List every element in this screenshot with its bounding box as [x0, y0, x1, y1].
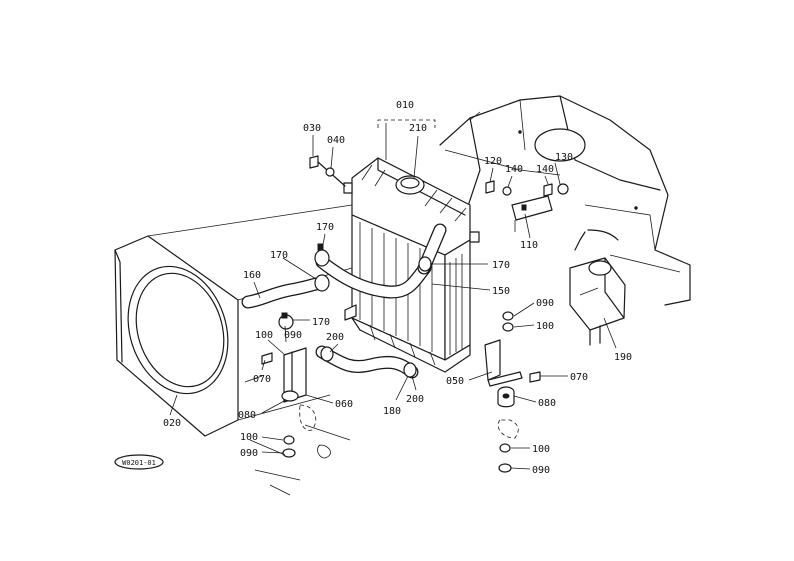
rubber-mount-left — [249, 347, 351, 496]
callout-070-b: 070 — [570, 372, 588, 383]
bracket-110 — [511, 195, 553, 232]
callout-210: 210 — [409, 123, 427, 134]
lower-hose — [315, 345, 419, 379]
callout-030: 030 — [303, 123, 321, 134]
drawing-code: W0201-01 — [122, 459, 156, 467]
callout-170-b: 170 — [270, 250, 288, 261]
reserve-tank — [569, 229, 626, 346]
callout-100-b: 100 — [536, 321, 554, 332]
callout-080-a: 080 — [238, 410, 256, 421]
callout-130: 130 — [555, 152, 573, 163]
callout-120: 120 — [484, 156, 502, 167]
callout-170-c: 170 — [492, 260, 510, 271]
callout-100-a: 100 — [255, 330, 273, 341]
callout-090-d: 090 — [240, 448, 258, 459]
callout-100-c: 100 — [532, 444, 550, 455]
callout-160: 160 — [243, 270, 261, 281]
callout-100-d: 100 — [240, 432, 258, 443]
callout-200-a: 200 — [326, 332, 344, 343]
callout-140: 140 — [505, 164, 523, 175]
callout-170-a: 170 — [316, 222, 334, 233]
bracket-050 — [484, 311, 541, 387]
callout-110: 110 — [520, 240, 538, 251]
callout-090-c: 090 — [532, 465, 550, 476]
callout-190: 190 — [614, 352, 632, 363]
callout-070-a: 070 — [253, 374, 271, 385]
callout-150: 150 — [492, 286, 510, 297]
leader-lines — [169, 119, 617, 470]
callout-010: 010 — [396, 100, 414, 111]
callout-080-b: 080 — [538, 398, 556, 409]
callout-140-b: 140 — [536, 164, 554, 175]
callout-040: 040 — [327, 135, 345, 146]
callout-050: 050 — [446, 376, 464, 387]
rubber-mount-right — [497, 386, 519, 473]
fasteners-top — [309, 155, 569, 197]
radiator-core — [343, 157, 480, 373]
callout-200-b: 200 — [406, 394, 424, 405]
callout-labels: 010 210 030 040 120 140 140 130 110 170 … — [163, 100, 632, 476]
callout-180: 180 — [383, 406, 401, 417]
callout-170-d: 170 — [312, 317, 330, 328]
bypass-hose — [241, 277, 323, 309]
drawing-code-badge: W0201-01 — [114, 454, 164, 470]
callout-020: 020 — [163, 418, 181, 429]
callout-060: 060 — [335, 399, 353, 410]
callout-090-a: 090 — [284, 330, 302, 341]
callout-090-b: 090 — [536, 298, 554, 309]
engine-outline — [439, 95, 691, 306]
